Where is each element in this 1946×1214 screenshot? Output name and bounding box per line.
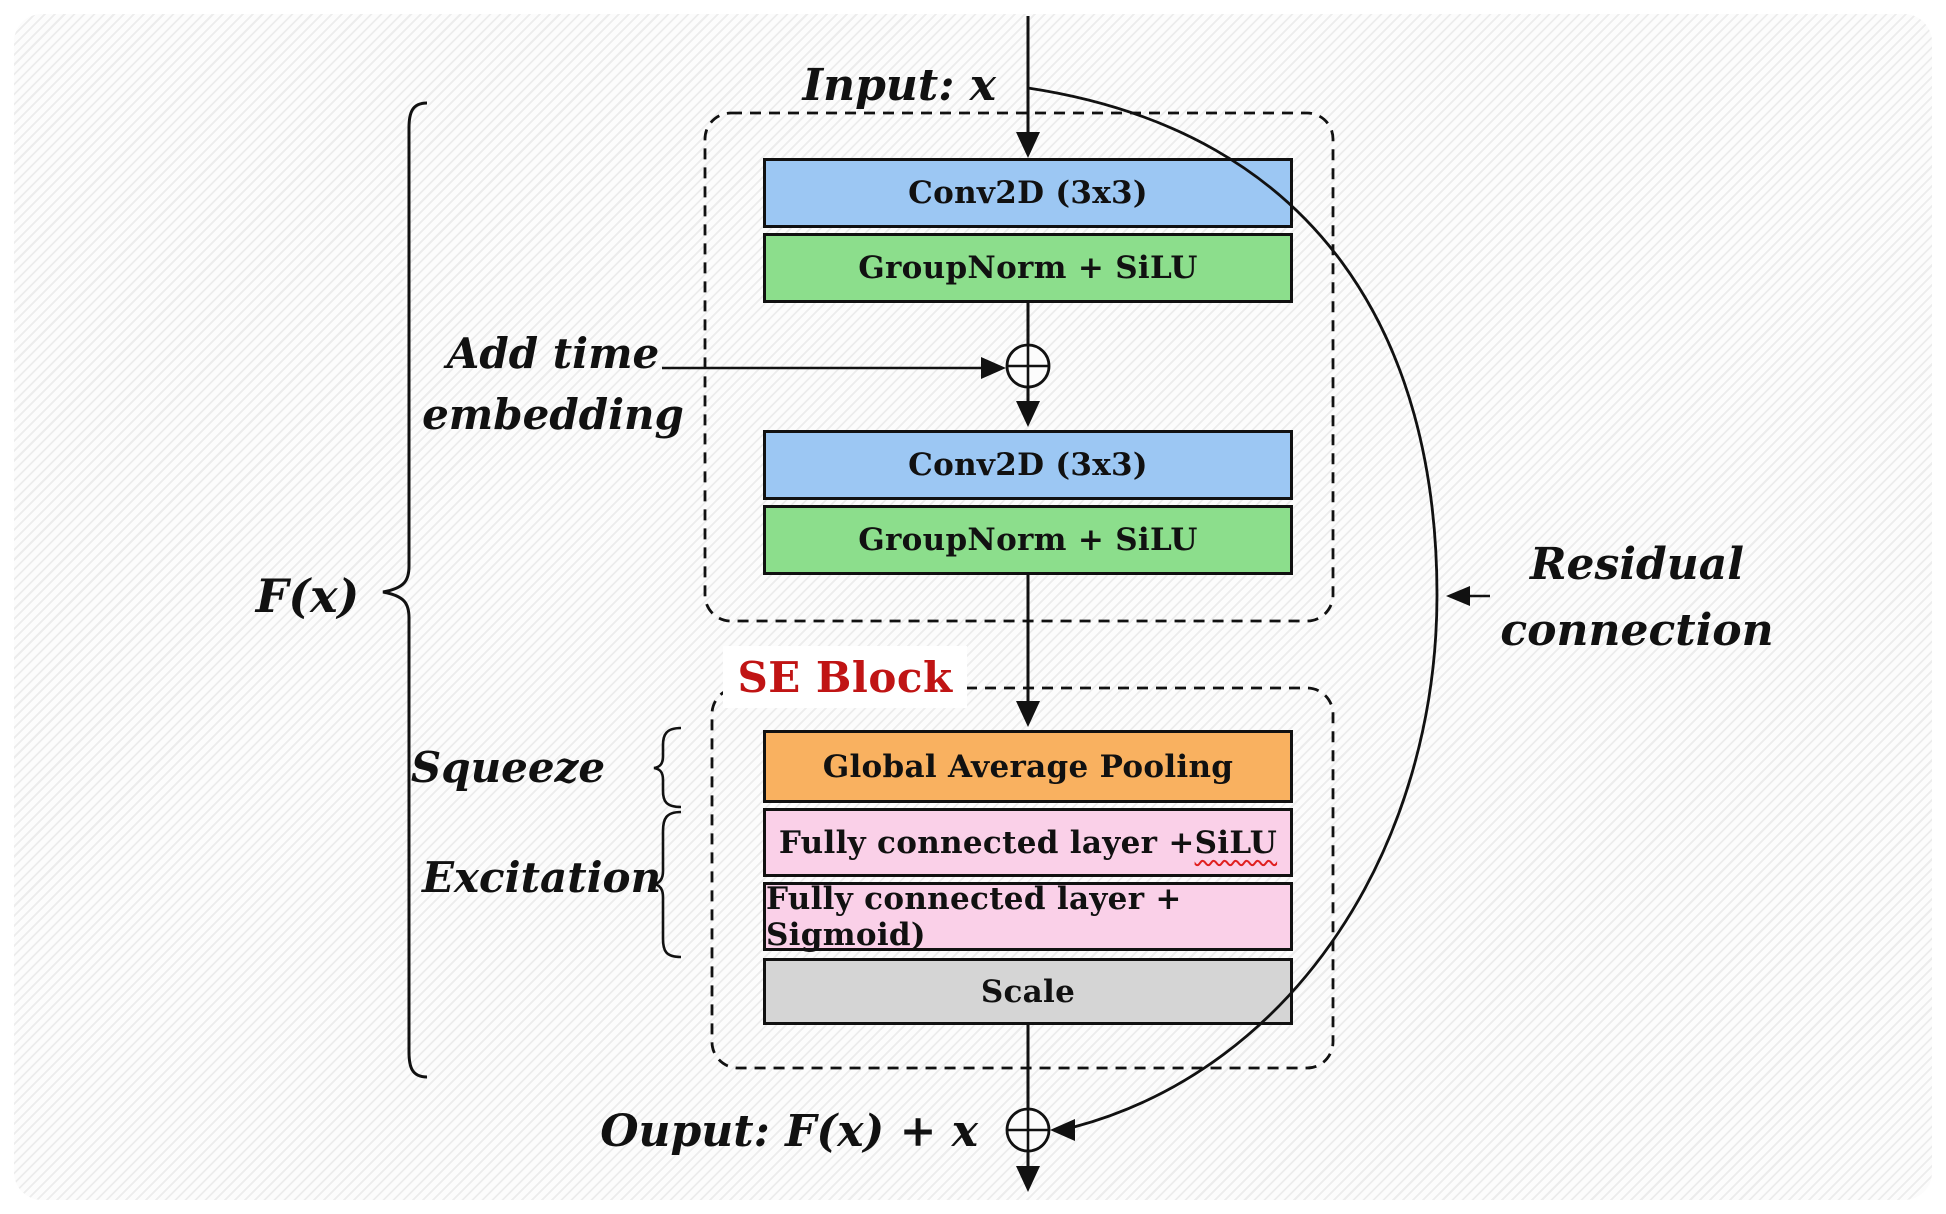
fc-sigmoid-block: Fully connected layer + Sigmoid) [763, 881, 1293, 953]
squeeze-label: Squeeze [410, 743, 606, 792]
fx-label: F(x) [255, 569, 360, 623]
groupnorm-block-2: GroupNorm + SiLU [763, 505, 1293, 575]
conv2d-block-2: Conv2D (3x3) [763, 430, 1293, 500]
excitation-label: Excitation [422, 853, 662, 902]
output-label: Ouput: F(x) + x [600, 1106, 978, 1157]
add-time-embedding-label: Add time embedding [398, 324, 708, 446]
silu-misspelling-underline: SiLU [1194, 824, 1278, 861]
scale-block: Scale [763, 958, 1293, 1025]
groupnorm-block-1: GroupNorm + SiLU [763, 233, 1293, 303]
residual-connection-label: Residual connection [1492, 532, 1782, 664]
input-label: Input: x [802, 60, 996, 111]
se-block-label: SE Block [723, 646, 967, 708]
fc-silu-text: Fully connected layer + [778, 824, 1195, 861]
global-average-pooling-block: Global Average Pooling [763, 730, 1293, 803]
fc-silu-block: Fully connected layer + SiLU [763, 808, 1293, 877]
residual-line1: Residual [1529, 539, 1745, 590]
add-time-line2: embedding [422, 389, 684, 439]
add-time-line1: Add time [446, 329, 660, 378]
conv2d-block-1: Conv2D (3x3) [763, 158, 1293, 228]
residual-line2: connection [1500, 605, 1774, 656]
